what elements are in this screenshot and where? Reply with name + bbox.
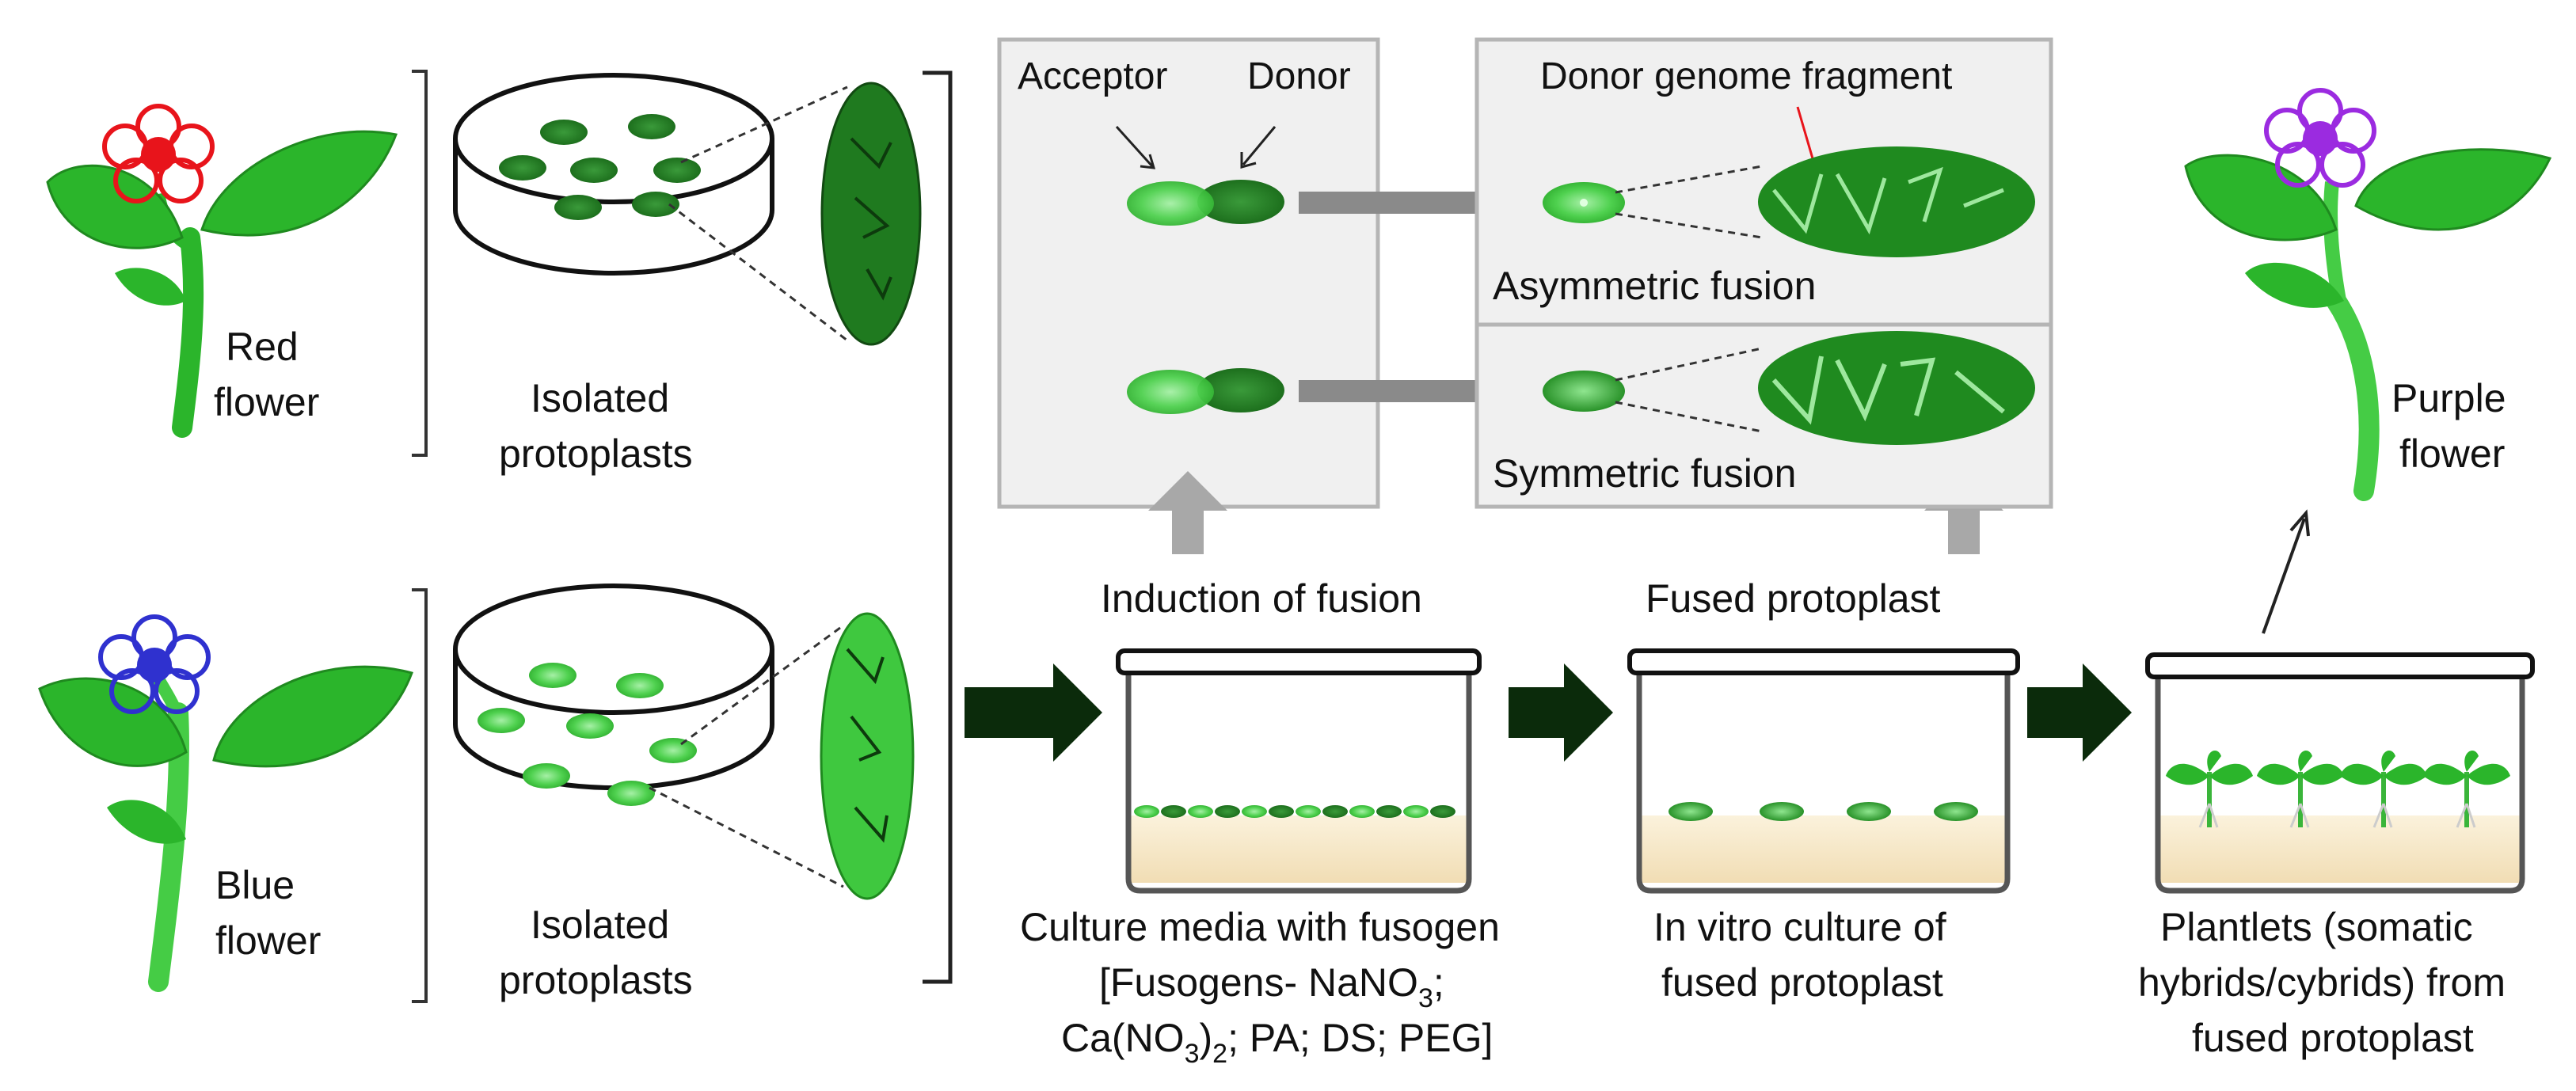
blue-flower-label-1: Blue bbox=[215, 863, 295, 907]
light-protoplast-zoom bbox=[820, 612, 915, 900]
sym-fused-cell bbox=[1543, 331, 2035, 445]
fused-label: Fused protoplast bbox=[1646, 576, 1941, 621]
dark-protoplast-cells bbox=[499, 114, 701, 220]
fusion-panel-left: Acceptor Donor bbox=[997, 37, 1380, 509]
symmetric-fusion-label: Symmetric fusion bbox=[1493, 451, 1796, 496]
red-flower-plant: Red flower bbox=[46, 104, 398, 438]
blue-flower-label-2: flower bbox=[215, 918, 321, 963]
fusion-arrows bbox=[1299, 176, 1540, 418]
blue-flower-plant: Blue flower bbox=[38, 614, 413, 992]
purple-flower-label-1: Purple bbox=[2391, 376, 2506, 420]
red-flower-icon bbox=[102, 104, 215, 203]
culture-label-2: [Fusogens- NaNO3; bbox=[1099, 960, 1444, 1013]
fusion-panel-right: Donor genome fragment Asymmetric fusion … bbox=[1474, 37, 2053, 509]
bottom-protoplast-label-2: protoplasts bbox=[499, 958, 693, 1002]
induction-label: Induction of fusion bbox=[1101, 576, 1422, 621]
protoplast-bracket bbox=[923, 70, 953, 984]
fragment-label: Donor genome fragment bbox=[1540, 55, 1952, 97]
blue-flower-icon bbox=[98, 614, 211, 714]
purple-flower-icon bbox=[2264, 88, 2376, 188]
sym-fusion-pair bbox=[1127, 368, 1284, 414]
plant-brackets bbox=[412, 70, 428, 1003]
petri-dish-top: Isolated protoplasts bbox=[453, 73, 922, 476]
plantlets bbox=[2166, 750, 2510, 828]
red-flower-label-1: Red bbox=[226, 325, 299, 369]
culture-jar-fusogen bbox=[1116, 648, 1482, 894]
dark-protoplast-zoom bbox=[820, 82, 922, 346]
plantlets-label-2: hybrids/cybrids) from bbox=[2138, 960, 2506, 1005]
culture-jar-invitro bbox=[1627, 648, 2020, 894]
plantlets-label-1: Plantlets (somatic bbox=[2160, 905, 2473, 949]
growth-arrow bbox=[2262, 509, 2310, 634]
light-protoplast-cells bbox=[478, 663, 697, 806]
top-protoplast-label-1: Isolated bbox=[531, 376, 669, 420]
red-flower-label-2: flower bbox=[214, 380, 319, 424]
culture-label-1: Culture media with fusogen bbox=[1020, 905, 1500, 949]
purple-flower-plant: Purple flower bbox=[2184, 88, 2552, 501]
asym-fused-cell bbox=[1543, 146, 2035, 257]
petri-dish-bottom: Isolated protoplasts bbox=[453, 584, 915, 1002]
culture-label-3: Ca(NO3)2; PA; DS; PEG] bbox=[1061, 1016, 1493, 1069]
acceptor-label: Acceptor bbox=[1018, 55, 1167, 97]
culture-jar-plantlets bbox=[2145, 652, 2535, 894]
invitro-label-1: In vitro culture of bbox=[1653, 905, 1946, 949]
top-protoplast-label-2: protoplasts bbox=[499, 431, 693, 476]
asymmetric-fusion-label: Asymmetric fusion bbox=[1493, 264, 1816, 308]
purple-flower-label-2: flower bbox=[2399, 431, 2505, 476]
donor-label: Donor bbox=[1247, 55, 1351, 97]
plantlets-label-3: fused protoplast bbox=[2192, 1016, 2474, 1060]
flow-arrows bbox=[965, 663, 2132, 762]
asym-fusion-pair bbox=[1127, 180, 1284, 226]
fused-protoplast-row bbox=[1669, 802, 1978, 821]
protoplast-row bbox=[1134, 805, 1455, 818]
bottom-protoplast-label-1: Isolated bbox=[531, 903, 669, 947]
invitro-label-2: fused protoplast bbox=[1661, 960, 1943, 1005]
